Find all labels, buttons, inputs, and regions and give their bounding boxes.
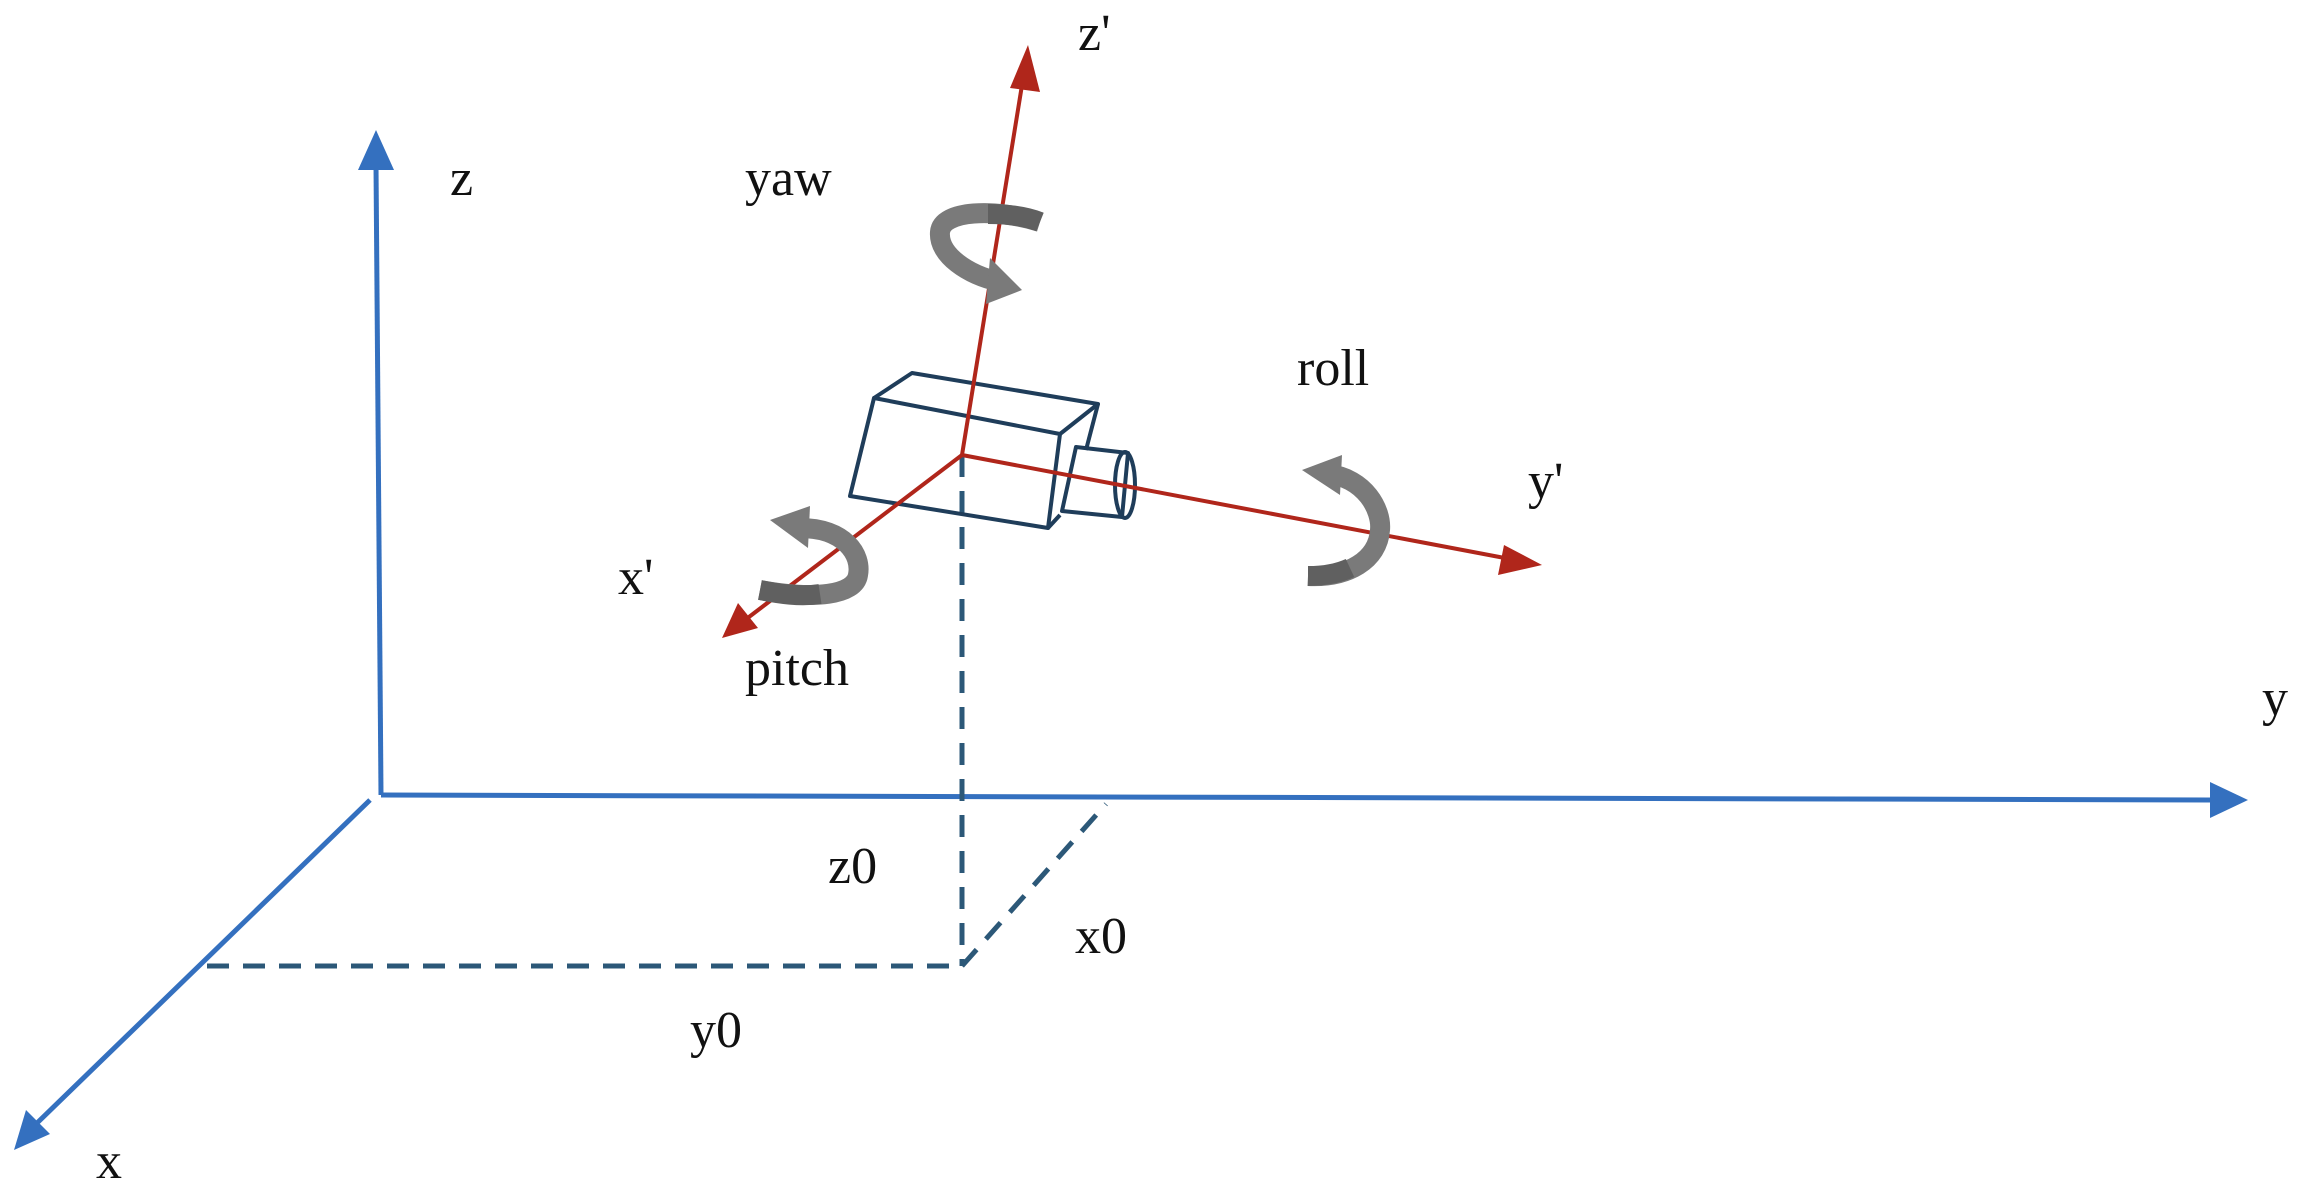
world-z-axis — [373, 164, 384, 796]
world-y-axis — [380, 792, 2211, 803]
camera-y-axis — [961, 453, 1511, 561]
pitch-label: pitch — [745, 640, 849, 697]
camera-z-arrowhead — [1010, 45, 1040, 92]
y0-label: y0 — [690, 1002, 742, 1059]
roll-label: roll — [1297, 340, 1369, 397]
z0-label: z0 — [828, 838, 877, 895]
yaw-rotation-arrow — [930, 203, 1044, 304]
world-axes — [14, 130, 2248, 1150]
labels: z y x z' y' x' yaw roll pitch x0 y0 z0 — [96, 5, 2288, 1190]
camera-z-label: z' — [1078, 5, 1110, 62]
projection-lines — [207, 455, 1108, 969]
world-y-arrowhead — [2210, 782, 2248, 818]
world-x-label: x — [96, 1133, 122, 1190]
camera-icon — [848, 371, 1137, 530]
roll-rotation-arrow — [1302, 455, 1391, 587]
world-z-label: z — [450, 150, 473, 207]
yaw-label: yaw — [745, 150, 832, 207]
x0-label: x0 — [1075, 908, 1127, 965]
world-z-arrowhead — [358, 130, 394, 170]
x0-projection-line — [960, 802, 1108, 968]
world-x-arrowhead — [14, 1110, 50, 1150]
pitch-rotation-arrow — [758, 506, 869, 606]
camera-x-label: x' — [618, 549, 653, 606]
world-y-label: y — [2262, 670, 2288, 727]
camera-y-arrowhead — [1498, 545, 1542, 575]
camera-y-label: y' — [1528, 453, 1563, 510]
world-x-axis — [33, 798, 372, 1127]
camera-x-arrowhead — [722, 603, 758, 638]
